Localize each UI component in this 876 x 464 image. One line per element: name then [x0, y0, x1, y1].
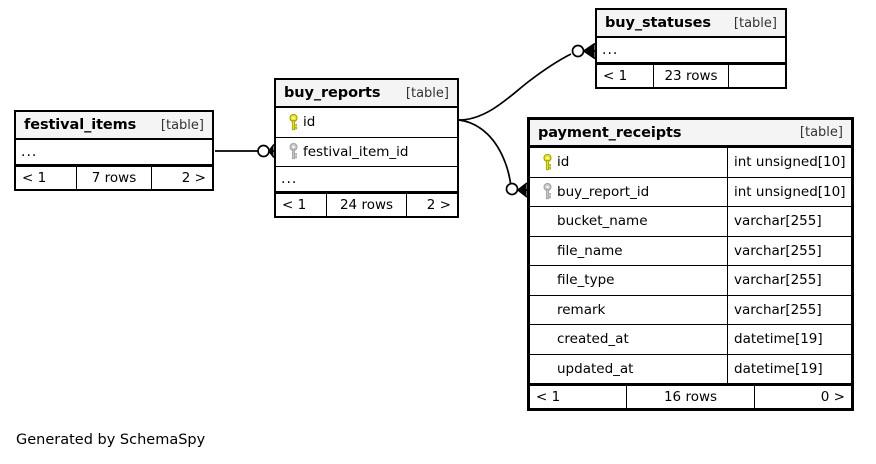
- table-name: festival_items: [24, 117, 137, 133]
- footer-child-count[interactable]: 0 >: [820, 389, 845, 405]
- column-row[interactable]: created_at datetime[19]: [530, 325, 851, 355]
- column-label: file_name: [557, 242, 623, 259]
- column-name-cell: updated_at: [530, 355, 727, 384]
- column-type: varchar[255]: [727, 266, 851, 295]
- table-footer: < 1 24 rows 2 >: [276, 192, 457, 216]
- ellipsis-label: ...: [21, 144, 38, 160]
- edge-buy_reports-buy_statuses: [458, 42, 596, 121]
- column-label: bucket_name: [557, 213, 648, 230]
- column-row[interactable]: id int unsigned[10]: [530, 148, 851, 178]
- table-footer: < 1 23 rows: [597, 63, 785, 87]
- foreign-key-icon: [283, 143, 303, 160]
- generated-by-caption: Generated by SchemaSpy: [16, 432, 206, 448]
- column-name-cell: id: [276, 108, 457, 137]
- column-label: file_type: [557, 272, 615, 289]
- table-type-tag: [table]: [160, 117, 204, 133]
- ellipsis-label: ...: [602, 42, 619, 58]
- table-header: buy_statuses [table]: [597, 10, 785, 38]
- collapsed-columns-ellipsis[interactable]: ...: [16, 140, 212, 165]
- footer-parent-count[interactable]: < 1: [22, 170, 47, 186]
- column-name-cell: created_at: [530, 325, 727, 354]
- column-label: created_at: [557, 331, 629, 348]
- table-footer: < 1 16 rows 0 >: [530, 384, 851, 408]
- edge-festival_items-buy_reports: [215, 143, 275, 159]
- column-type: int unsigned[10]: [727, 148, 851, 177]
- column-label: remark: [557, 301, 606, 318]
- column-type: datetime[19]: [727, 354, 851, 383]
- table-type-tag: [table]: [799, 125, 843, 140]
- column-name-cell: bucket_name: [530, 207, 727, 236]
- collapsed-columns-ellipsis[interactable]: ...: [597, 38, 785, 63]
- column-name-cell: remark: [530, 296, 727, 325]
- column-label: id: [557, 154, 570, 171]
- collapsed-columns-ellipsis[interactable]: ...: [276, 167, 457, 192]
- table-buy_statuses[interactable]: buy_statuses [table] ... < 1 23 rows: [595, 8, 787, 89]
- footer-row-count: 23 rows: [653, 65, 729, 87]
- table-name: buy_reports: [284, 85, 381, 101]
- footer-child-count[interactable]: 2 >: [426, 197, 451, 213]
- column-label: id: [303, 114, 316, 131]
- table-festival_items[interactable]: festival_items [table] ... < 1 7 rows 2 …: [14, 110, 214, 191]
- table-footer: < 1 7 rows 2 >: [16, 165, 212, 189]
- table-type-tag: [table]: [405, 85, 449, 101]
- column-label: festival_item_id: [303, 143, 409, 160]
- table-payment_receipts[interactable]: payment_receipts [table] id int unsigned…: [527, 117, 854, 411]
- table-header: payment_receipts [table]: [530, 120, 851, 148]
- footer-child-count[interactable]: [729, 65, 785, 87]
- table-header: festival_items [table]: [16, 112, 212, 140]
- primary-key-icon: [283, 113, 303, 131]
- footer-row-count: 7 rows: [76, 167, 152, 189]
- column-name-cell: file_name: [530, 237, 727, 266]
- column-name-cell: buy_report_id: [530, 178, 727, 207]
- footer-row-count: 24 rows: [326, 194, 407, 216]
- footer-parent-count[interactable]: < 1: [282, 197, 307, 213]
- column-type: int unsigned[10]: [727, 177, 851, 206]
- table-buy_reports[interactable]: buy_reports [table] id: [274, 78, 459, 218]
- footer-parent-count[interactable]: < 1: [603, 68, 628, 84]
- column-row[interactable]: id: [276, 108, 457, 138]
- column-row[interactable]: file_type varchar[255]: [530, 266, 851, 296]
- column-type: varchar[255]: [727, 295, 851, 324]
- column-name-cell: file_type: [530, 266, 727, 295]
- column-type: varchar[255]: [727, 236, 851, 265]
- column-row[interactable]: updated_at datetime[19]: [530, 354, 851, 384]
- foreign-key-icon: [537, 183, 557, 200]
- edge-buy_reports-payment_receipts: [458, 119, 528, 198]
- table-type-tag: [table]: [733, 15, 777, 31]
- primary-key-icon: [537, 153, 557, 171]
- column-label: buy_report_id: [557, 183, 650, 200]
- table-name: buy_statuses: [605, 15, 711, 31]
- footer-child-count[interactable]: 2 >: [181, 170, 206, 186]
- footer-row-count: 16 rows: [626, 386, 755, 408]
- column-row[interactable]: remark varchar[255]: [530, 295, 851, 325]
- column-type: varchar[255]: [727, 207, 851, 236]
- column-row[interactable]: file_name varchar[255]: [530, 236, 851, 266]
- ellipsis-label: ...: [281, 171, 298, 187]
- footer-parent-count[interactable]: < 1: [536, 389, 561, 405]
- table-name: payment_receipts: [538, 124, 682, 141]
- column-row[interactable]: buy_report_id int unsigned[10]: [530, 177, 851, 207]
- column-label: updated_at: [557, 360, 634, 377]
- column-name-cell: id: [530, 148, 727, 177]
- column-type: datetime[19]: [727, 325, 851, 354]
- column-name-cell: festival_item_id: [276, 138, 457, 167]
- table-header: buy_reports [table]: [276, 80, 457, 108]
- column-row[interactable]: bucket_name varchar[255]: [530, 207, 851, 237]
- column-row[interactable]: festival_item_id: [276, 138, 457, 167]
